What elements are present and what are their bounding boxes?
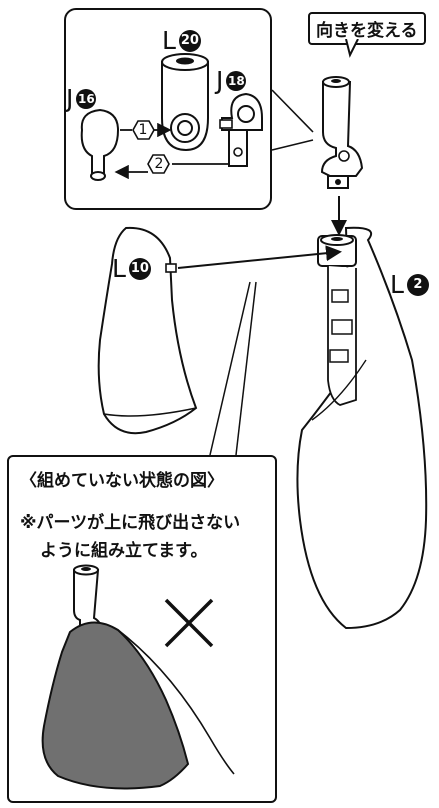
- part-j18-shape: [219, 92, 263, 167]
- label-l20: L 20: [162, 26, 201, 55]
- label-l10: L 10: [112, 254, 151, 283]
- incorrect-assembly-illustration: [41, 564, 235, 790]
- callout-leader: [271, 89, 314, 151]
- step-1-number: 1: [138, 122, 148, 138]
- label-j16: J 16: [66, 84, 97, 113]
- label-j16-letter: J: [66, 84, 74, 113]
- step-2-number: 2: [154, 156, 164, 172]
- note-line-2: ように組み立てます。: [40, 541, 208, 561]
- part-j16-shape: [80, 108, 120, 181]
- note-line-1: ※パーツが上に飛び出さない: [20, 513, 241, 533]
- label-j18: J 18: [216, 66, 247, 95]
- label-j18-badge: 18: [226, 70, 247, 91]
- label-l20-letter: L: [162, 26, 176, 55]
- label-l2-letter: L: [390, 270, 404, 299]
- label-l2-badge: 2: [406, 273, 429, 296]
- step-2-arrow: [114, 154, 230, 180]
- assembled-joint-shape: [320, 76, 364, 189]
- step-1-arrow: [120, 120, 172, 140]
- connect-arrow: [177, 245, 342, 269]
- note-leader: [209, 281, 257, 456]
- part-l10-shape: [97, 226, 198, 435]
- label-l10-letter: L: [112, 254, 126, 283]
- label-l20-badge: 20: [178, 29, 201, 52]
- label-l2: L 2: [390, 270, 429, 299]
- label-j18-letter: J: [216, 66, 224, 95]
- detail-callout-box: [64, 8, 272, 210]
- part-l2-shape: [296, 226, 428, 630]
- direction-label: 向きを変える: [308, 12, 426, 45]
- label-l10-badge: 10: [128, 257, 151, 280]
- wrong-x-mark: [164, 598, 214, 648]
- direction-label-tail: [345, 39, 359, 58]
- note-title: 〈組めていない状態の図〉: [20, 471, 224, 491]
- label-j16-badge: 16: [76, 88, 97, 109]
